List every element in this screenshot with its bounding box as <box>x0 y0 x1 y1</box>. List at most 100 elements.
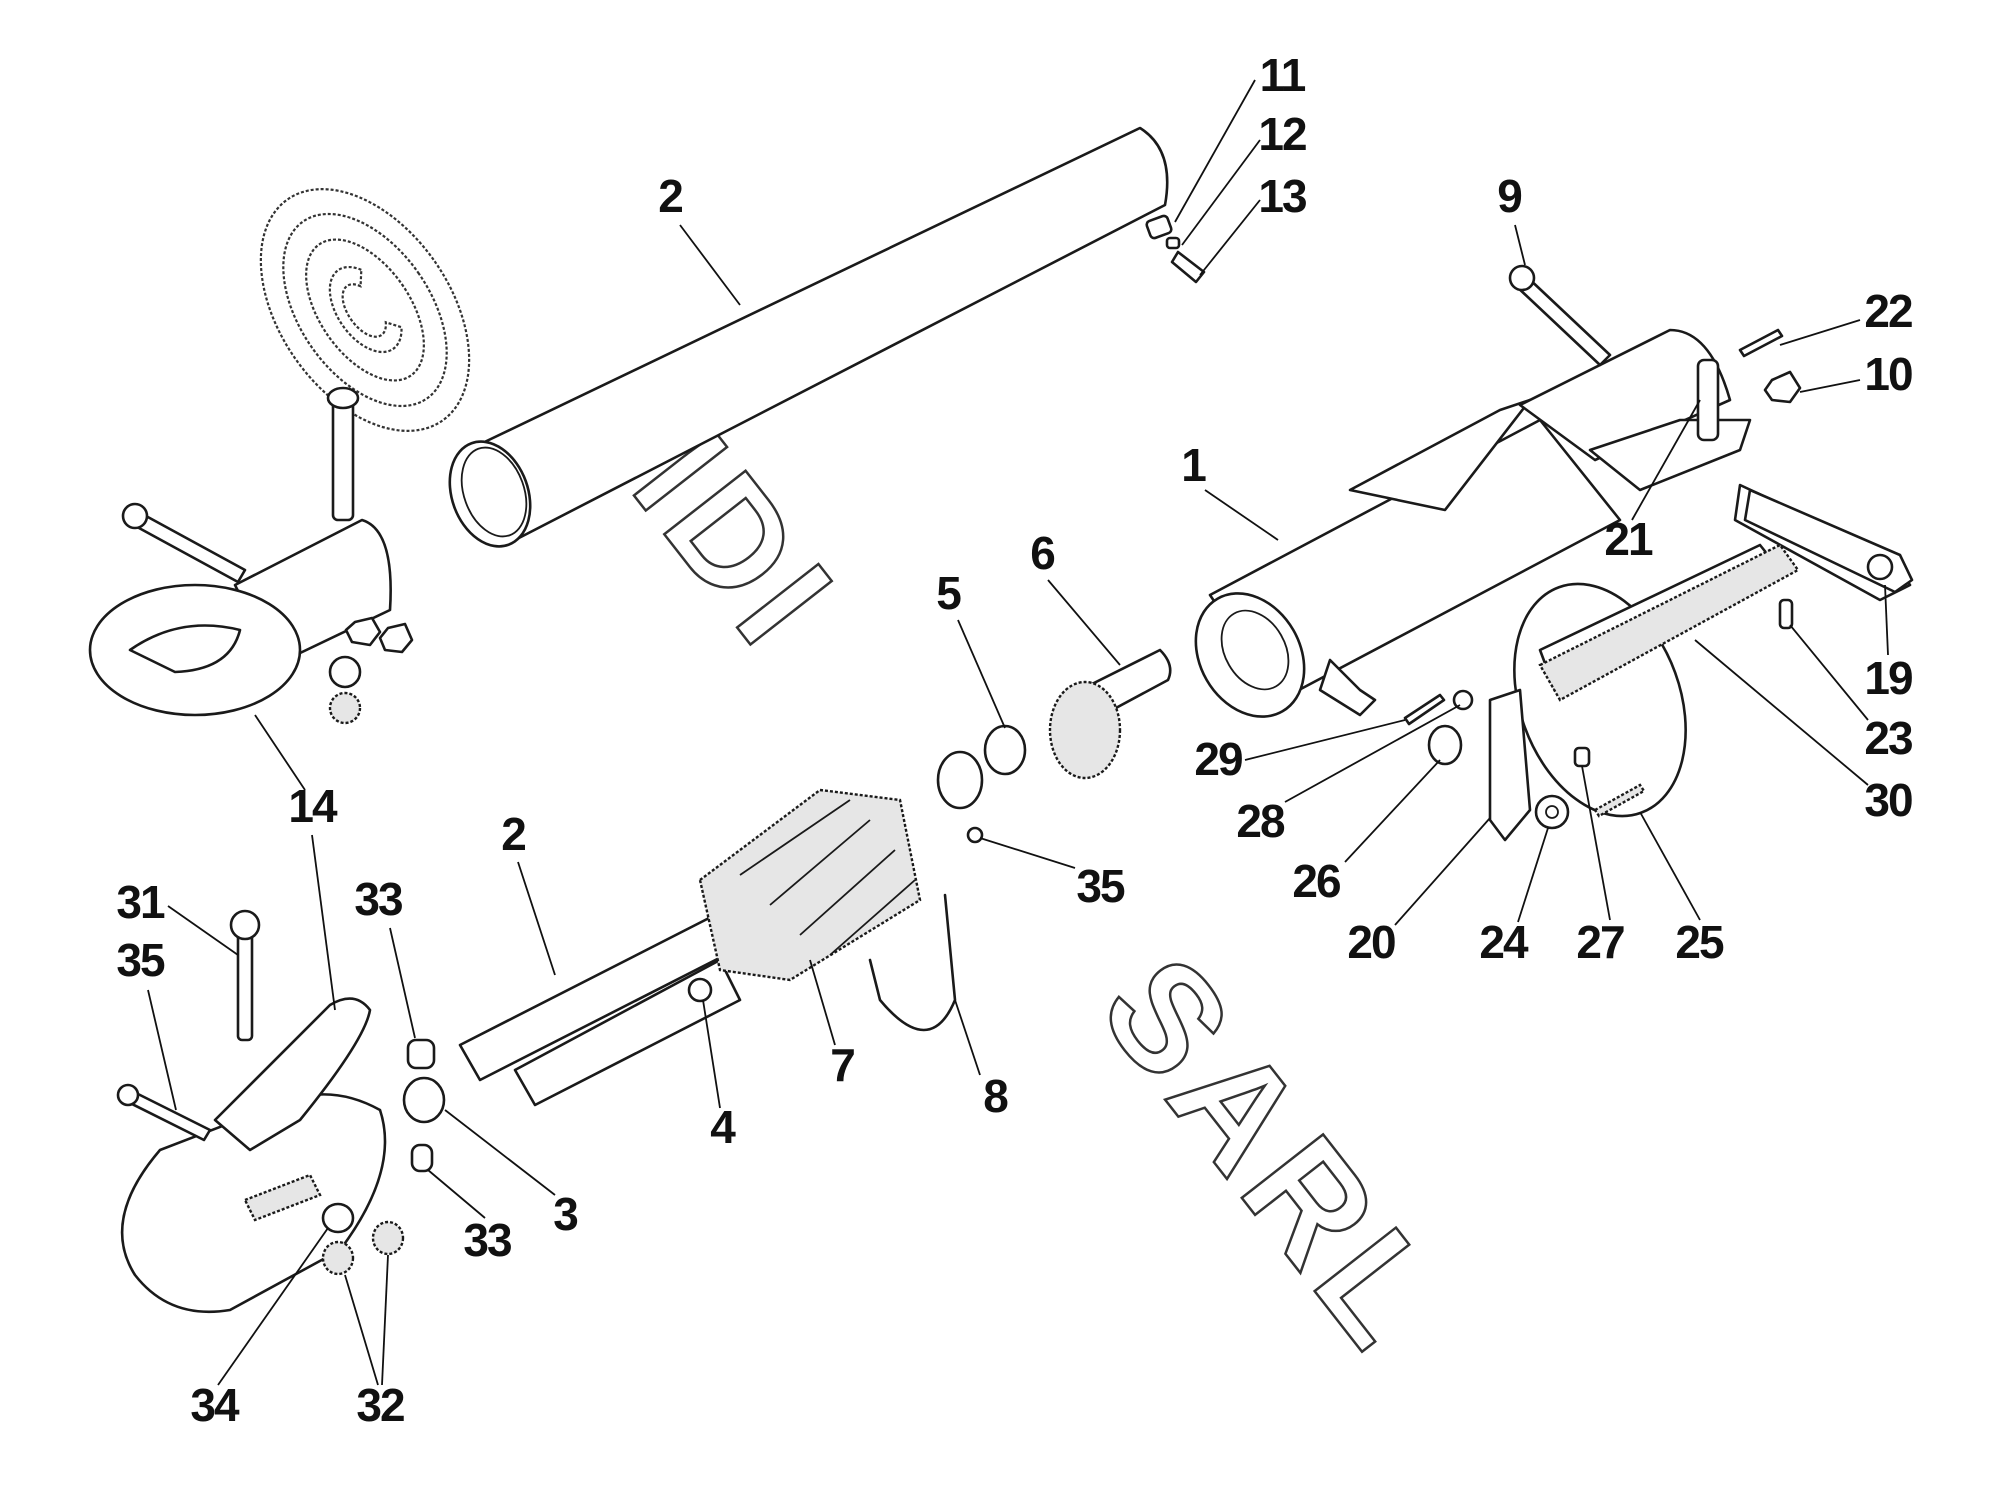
callout-26: 26 <box>1292 855 1340 907</box>
leader-22 <box>1779 319 1861 346</box>
part-22-split-pin <box>1738 328 1784 358</box>
leader-10 <box>1799 379 1861 393</box>
part-34-nut <box>321 1202 355 1234</box>
part-35-grease-nipple <box>966 826 984 844</box>
part-14-ball-coupling <box>120 997 387 1314</box>
part-30-cable <box>1538 543 1800 702</box>
callout-1: 1 <box>1181 439 1206 491</box>
leader-33-top <box>389 927 416 1039</box>
callout-25: 25 <box>1675 916 1724 968</box>
leader-19 <box>1884 584 1889 656</box>
leader-32a <box>381 1254 389 1386</box>
callout-34: 34 <box>190 1379 240 1431</box>
callout-11: 11 <box>1260 49 1306 101</box>
leader-35-mid <box>979 837 1076 869</box>
leader-14-upper <box>254 714 306 791</box>
callout-28: 28 <box>1236 795 1285 847</box>
callout-2-top: 2 <box>658 170 682 222</box>
leader-13 <box>1199 199 1261 276</box>
leader-12 <box>1181 139 1261 246</box>
leader-2-bottom <box>517 861 556 976</box>
leader-11 <box>1174 79 1256 223</box>
callout-35-left: 35 <box>116 934 165 986</box>
callout-35-mid: 35 <box>1076 860 1125 912</box>
part-10-nut <box>1763 370 1802 404</box>
part-21-pin <box>1696 358 1720 442</box>
leader-1 <box>1204 489 1279 541</box>
leader-31 <box>167 905 239 956</box>
callout-14: 14 <box>288 780 338 832</box>
part-29-split-pin <box>1403 693 1446 726</box>
callout-23: 23 <box>1864 712 1912 764</box>
callout-8: 8 <box>983 1070 1008 1122</box>
callouts: 2 11 12 13 9 22 10 1 21 6 5 19 23 30 29 … <box>116 49 1914 1431</box>
leader-9 <box>1514 224 1526 266</box>
part-27-pin <box>1573 746 1591 768</box>
part-11-12-13-fasteners <box>1145 214 1206 284</box>
leader-30 <box>1694 639 1869 786</box>
leader-33-bottom <box>427 1169 486 1219</box>
part-3-ball-joint <box>402 1076 446 1124</box>
leader-27 <box>1581 765 1611 921</box>
callout-30: 30 <box>1864 774 1912 826</box>
part-28-nut <box>1452 689 1474 711</box>
leader-21 <box>1631 399 1701 521</box>
callout-20: 20 <box>1347 916 1395 968</box>
callout-7: 7 <box>830 1039 854 1091</box>
part-5-bushing <box>936 724 1027 810</box>
part-26-bushing <box>1427 724 1463 766</box>
callout-27: 27 <box>1576 916 1624 968</box>
leader-lines <box>147 79 1889 1386</box>
part-7-bellows <box>698 788 922 982</box>
part-2-outer-tube <box>448 126 1169 548</box>
callout-4: 4 <box>710 1101 736 1153</box>
callout-31: 31 <box>116 876 165 928</box>
callout-2-bottom: 2 <box>501 808 525 860</box>
callout-33-bottom: 33 <box>463 1214 511 1266</box>
leader-28 <box>1284 704 1461 803</box>
part-8-bracket <box>868 893 957 1032</box>
callout-22: 22 <box>1864 285 1912 337</box>
callout-21: 21 <box>1604 513 1653 565</box>
callout-6: 6 <box>1030 527 1054 579</box>
callout-32: 32 <box>356 1379 404 1431</box>
leader-23 <box>1789 624 1869 721</box>
leader-34 <box>217 1227 329 1386</box>
leader-5 <box>957 619 1006 729</box>
part-33-bottom-bushing <box>410 1143 434 1173</box>
callout-9: 9 <box>1497 170 1521 222</box>
leader-8 <box>954 999 981 1076</box>
part-25-split-pin <box>1593 783 1646 818</box>
part-31-bolt <box>229 909 261 1042</box>
leader-26 <box>1344 759 1441 863</box>
leader-29 <box>1244 719 1406 761</box>
part-23-pin <box>1778 598 1794 630</box>
callout-13: 13 <box>1258 170 1306 222</box>
callout-19: 19 <box>1864 652 1912 704</box>
callout-24: 24 <box>1479 916 1529 968</box>
leader-3 <box>444 1109 556 1196</box>
watermark-logo-icon <box>259 188 471 432</box>
part-24-washer <box>1534 794 1570 830</box>
callout-5: 5 <box>936 567 961 619</box>
leader-20 <box>1394 817 1491 926</box>
part-19-link-arm <box>1743 488 1914 594</box>
part-4-bolt <box>687 977 713 1003</box>
callout-29: 29 <box>1194 733 1242 785</box>
leader-32b <box>344 1274 379 1386</box>
part-6-shaft <box>1048 648 1172 780</box>
callout-12: 12 <box>1258 108 1306 160</box>
watermark-text-second-word: SARL <box>1070 926 1478 1383</box>
part-32-nuts <box>321 1220 405 1276</box>
part-2-inner-drawbar <box>458 913 742 1107</box>
leader-14-lower <box>311 834 336 1011</box>
part-9-bolt <box>1508 264 1612 367</box>
part-14-eye-coupling <box>88 386 414 725</box>
callout-10: 10 <box>1864 348 1912 400</box>
callout-3: 3 <box>553 1188 577 1240</box>
leader-6 <box>1047 579 1121 666</box>
leader-4 <box>702 999 721 1109</box>
leader-35-left <box>147 989 177 1111</box>
callout-33-top: 33 <box>354 873 402 925</box>
